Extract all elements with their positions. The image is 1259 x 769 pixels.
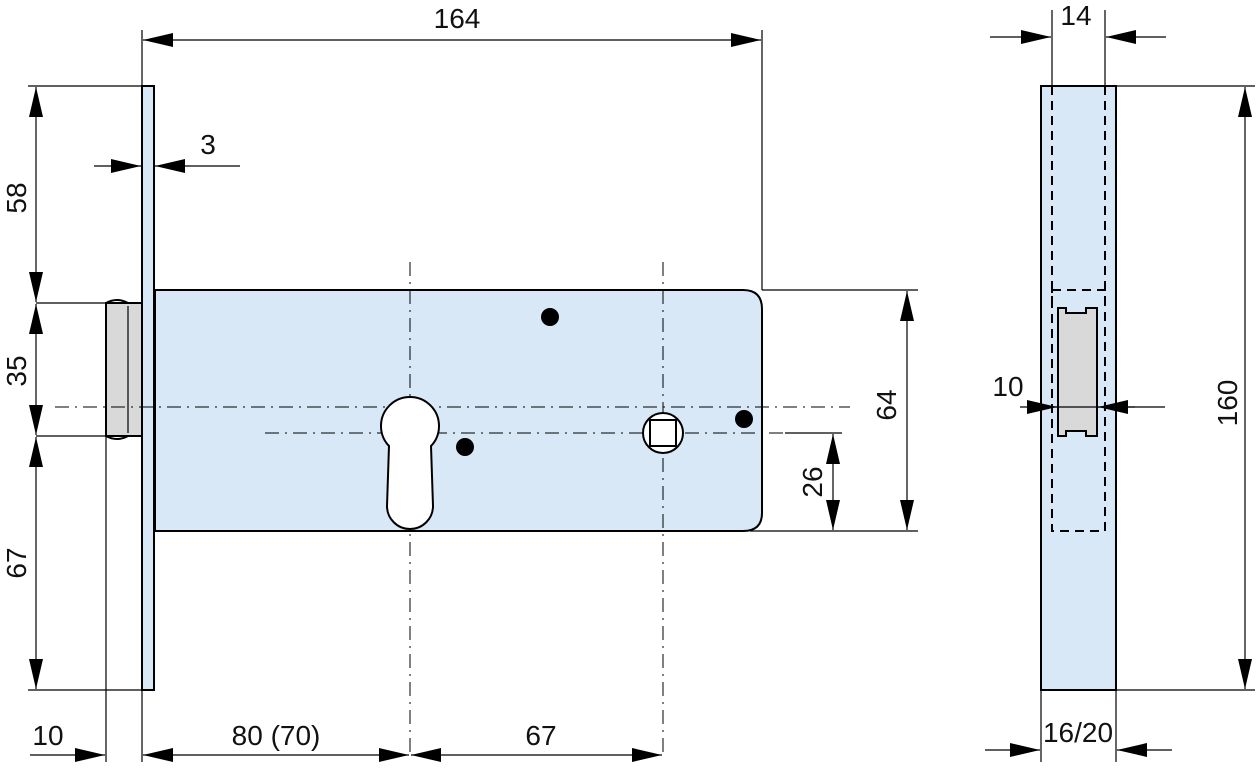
side-view — [55, 85, 850, 758]
cylinder-cutout — [380, 396, 440, 530]
faceplate — [141, 85, 155, 691]
dim-cylinder-to-handle: 67 — [525, 720, 556, 751]
dim-faceplate-length: 160 — [1212, 380, 1243, 427]
dim-bolt-width: 10 — [992, 371, 1023, 402]
dim-case-height: 64 — [871, 389, 902, 420]
dimension-lines — [29, 33, 914, 762]
latch-bolt-front — [1057, 307, 1098, 437]
screw-hole — [541, 308, 559, 326]
front-view — [1040, 85, 1117, 691]
dim-faceplate-width: 14 — [1060, 0, 1091, 31]
dim-handle-offset: 26 — [797, 466, 828, 497]
front-dimension-lines — [985, 10, 1255, 762]
extension-lines — [28, 30, 918, 762]
lock-case — [154, 289, 763, 532]
dim-faceplate-thickness: 3 — [200, 129, 216, 160]
dim-backset: 80 (70) — [232, 720, 321, 751]
dim-bolt-projection: 10 — [32, 720, 63, 751]
dim-mortise-width: 16/20 — [1043, 717, 1113, 748]
dim-total-length: 164 — [434, 3, 481, 34]
dim-top-to-bolt: 58 — [1, 182, 32, 213]
dim-bottom-length: 67 — [1, 547, 32, 578]
screw-hole — [735, 410, 753, 428]
screw-hole — [456, 438, 474, 456]
spindle-hole — [642, 412, 684, 454]
dim-bolt-height: 35 — [1, 355, 32, 386]
latch-bolt — [105, 299, 143, 440]
